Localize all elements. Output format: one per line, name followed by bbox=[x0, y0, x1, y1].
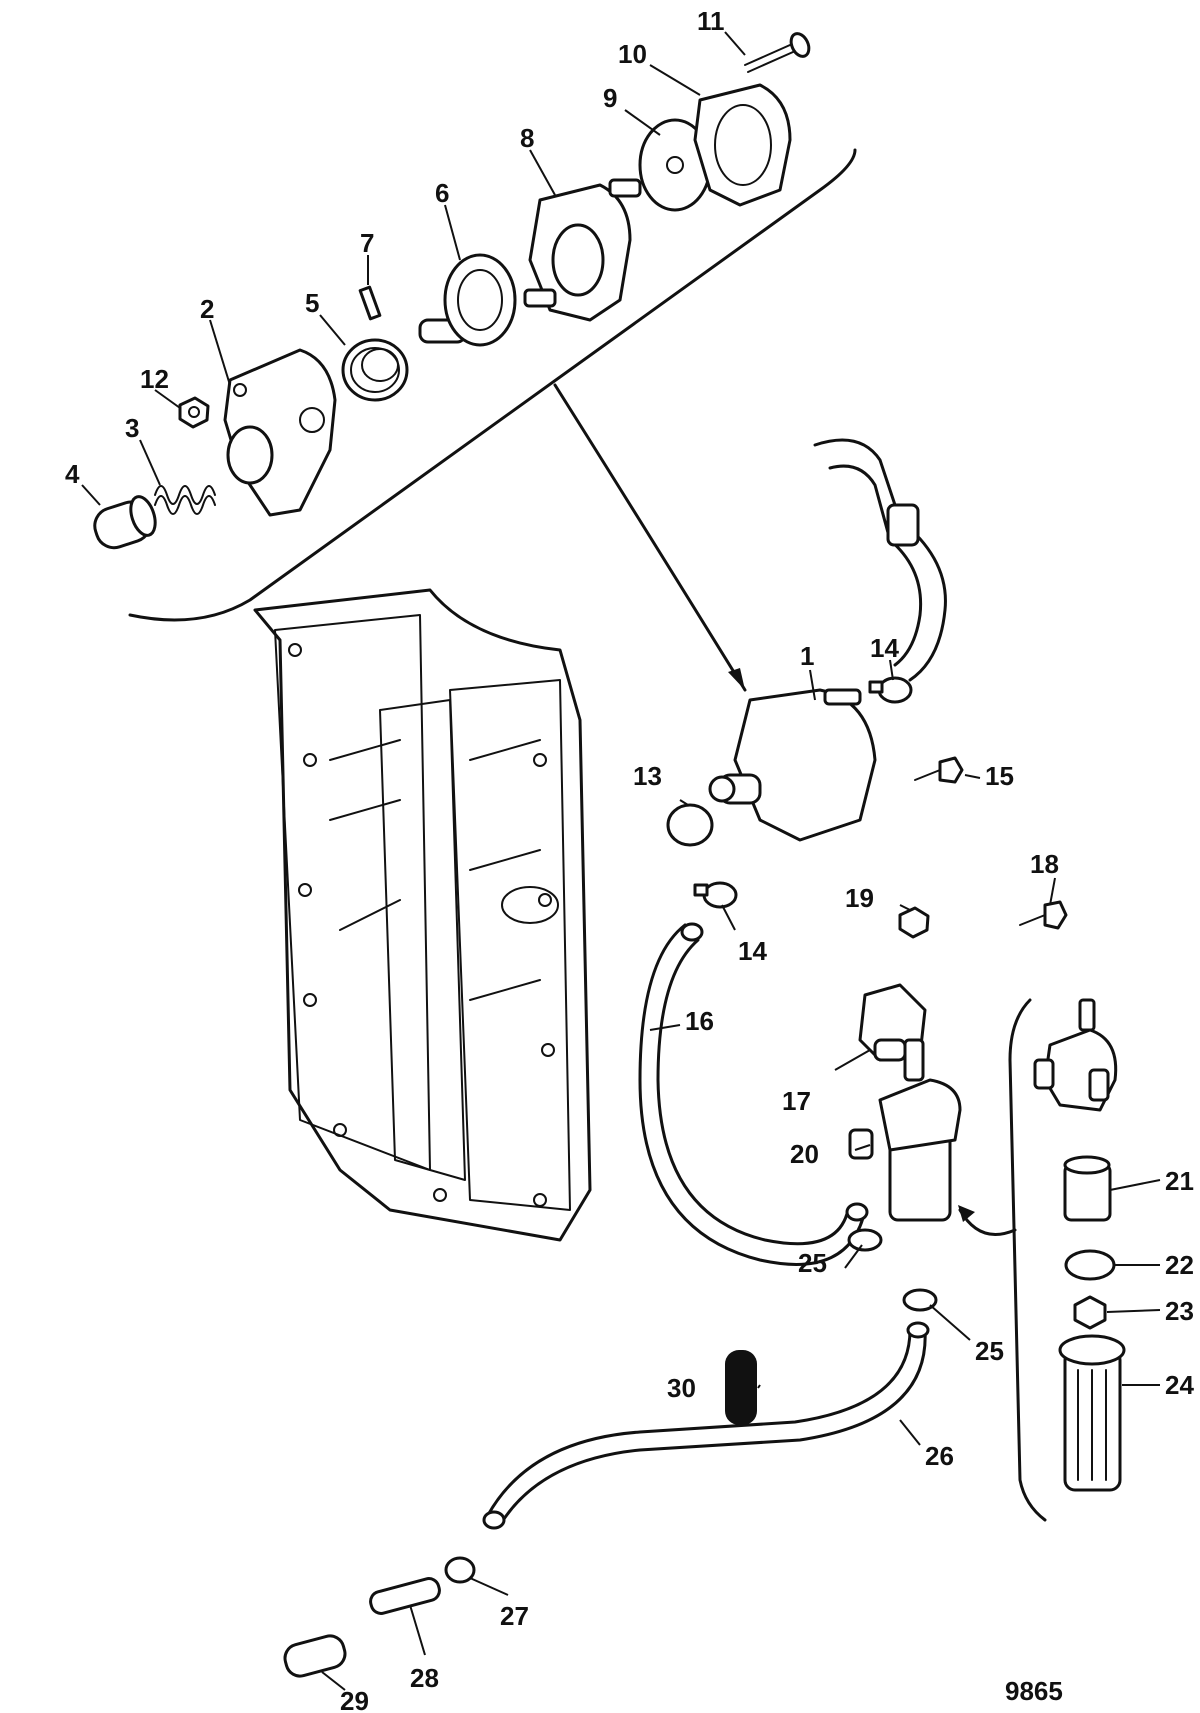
pump-cap-part-4 bbox=[93, 495, 157, 550]
callout-30: 30 bbox=[667, 1373, 696, 1403]
gasket-part-10 bbox=[693, 83, 792, 207]
callout-8: 8 bbox=[520, 123, 534, 153]
o-ring-part-22 bbox=[1064, 1249, 1116, 1281]
filter-cap-detail bbox=[1033, 998, 1118, 1112]
callout-9: 9 bbox=[603, 83, 617, 113]
callout-23: 23 bbox=[1165, 1296, 1194, 1326]
nut-part-12 bbox=[178, 396, 210, 429]
pump-cover-part-2 bbox=[223, 348, 337, 517]
callout-7: 7 bbox=[360, 228, 374, 258]
callout-18: 18 bbox=[1030, 849, 1059, 879]
detail-arrow bbox=[553, 383, 747, 692]
fitting-part-28 bbox=[369, 1577, 441, 1615]
cover-plate-assembly bbox=[253, 588, 592, 1242]
callout-6: 6 bbox=[435, 178, 449, 208]
fuel-filter-part-20 bbox=[848, 1038, 962, 1222]
fuel-hose-part-16 bbox=[638, 922, 869, 1266]
clamp-part-14-bottom bbox=[693, 881, 738, 909]
clamp-part-27 bbox=[444, 1556, 476, 1584]
callout-3: 3 bbox=[125, 413, 139, 443]
callout-1: 1 bbox=[800, 641, 814, 671]
callout-22: 22 bbox=[1165, 1250, 1194, 1280]
filter-detail-bracket bbox=[958, 998, 1047, 1522]
callout-labels: 1 2 3 4 5 6 7 8 9 10 11 12 13 14 14 15 1… bbox=[65, 6, 1194, 1713]
fuel-pump-part-1 bbox=[708, 688, 877, 842]
screw-part-18 bbox=[1019, 900, 1068, 930]
callout-25-left: 25 bbox=[798, 1248, 827, 1278]
pump-body-part-8 bbox=[523, 178, 642, 322]
callout-5: 5 bbox=[305, 288, 319, 318]
callout-20: 20 bbox=[790, 1139, 819, 1169]
filter-bowl-part-24 bbox=[1058, 1334, 1126, 1492]
callout-24: 24 bbox=[1165, 1370, 1194, 1400]
pump-detail-bracket bbox=[128, 148, 857, 622]
screw-part-11 bbox=[744, 32, 811, 73]
callout-16: 16 bbox=[685, 1006, 714, 1036]
filter-element-part-21 bbox=[1063, 1155, 1112, 1222]
clamp-part-25-left bbox=[847, 1228, 883, 1252]
fuel-hose-part-26 bbox=[482, 1321, 930, 1530]
callout-14-bottom: 14 bbox=[738, 936, 767, 966]
callout-12: 12 bbox=[140, 364, 169, 394]
callout-28: 28 bbox=[410, 1663, 439, 1693]
callout-15: 15 bbox=[985, 761, 1014, 791]
spring-part-5 bbox=[341, 338, 409, 402]
callout-11: 11 bbox=[697, 6, 725, 36]
nut-part-19 bbox=[898, 906, 930, 939]
callout-21: 21 bbox=[1165, 1166, 1194, 1196]
spring-part-3 bbox=[154, 485, 216, 515]
grommet-part-30 bbox=[725, 1350, 757, 1425]
diaphragm-piston-part-6 bbox=[418, 253, 517, 347]
callout-14-top: 14 bbox=[870, 633, 899, 663]
callout-2: 2 bbox=[200, 294, 214, 324]
callout-19: 19 bbox=[845, 883, 874, 913]
screw-part-15 bbox=[914, 756, 964, 784]
clamp-part-14-top bbox=[868, 676, 913, 704]
o-ring-part-13 bbox=[666, 803, 714, 847]
pin-part-7 bbox=[358, 285, 382, 321]
callout-17: 17 bbox=[782, 1086, 811, 1116]
clamp-part-25-right bbox=[902, 1288, 938, 1312]
callout-4: 4 bbox=[65, 459, 80, 489]
callout-29: 29 bbox=[340, 1686, 369, 1713]
figure-number: 9865 bbox=[1005, 1676, 1063, 1706]
leader-lines bbox=[81, 31, 1161, 1691]
callout-13: 13 bbox=[633, 761, 662, 791]
nut-part-23 bbox=[1073, 1295, 1107, 1330]
vent-hose-top bbox=[813, 438, 947, 682]
callout-10: 10 bbox=[618, 39, 647, 69]
callout-27: 27 bbox=[500, 1601, 529, 1631]
callout-26: 26 bbox=[925, 1441, 954, 1471]
hose-part-29 bbox=[283, 1634, 347, 1678]
callout-25-right: 25 bbox=[975, 1336, 1004, 1366]
